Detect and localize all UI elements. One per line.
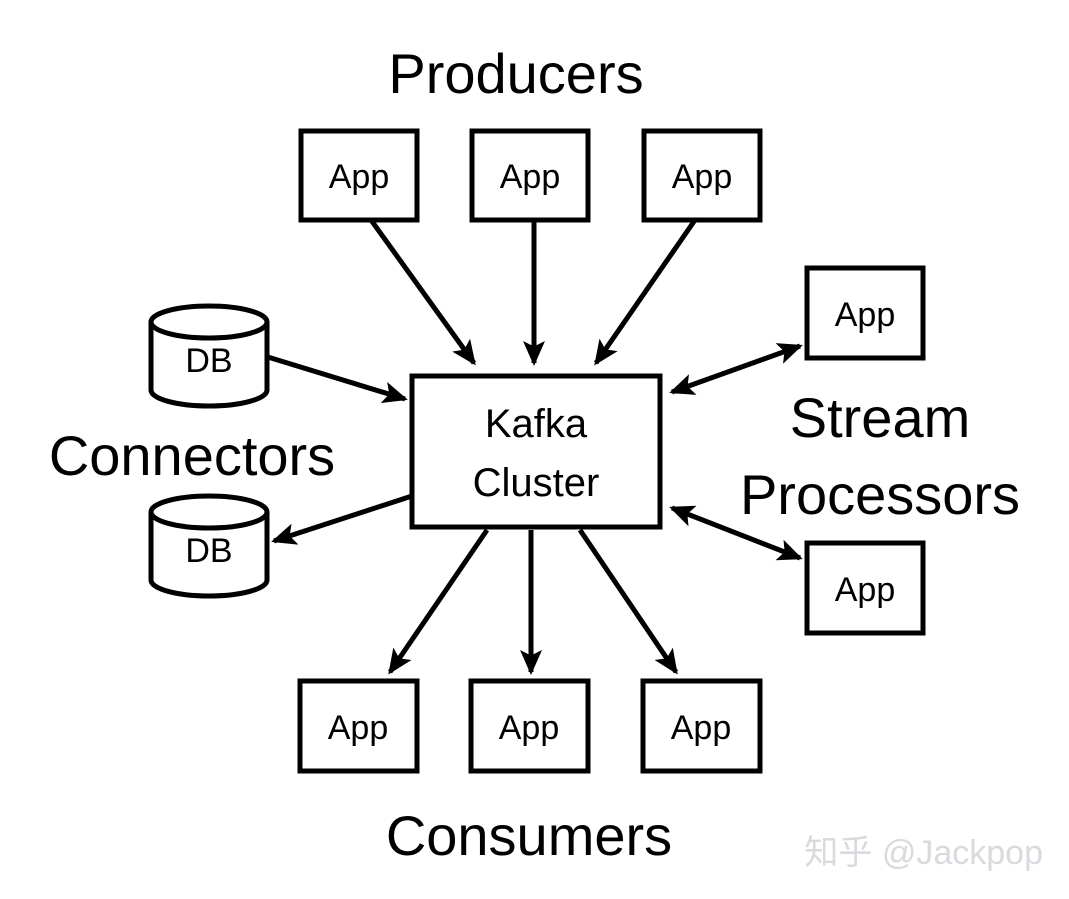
consumer-app-3-box[interactable] bbox=[640, 678, 763, 774]
producer-app-3-box[interactable] bbox=[641, 128, 763, 223]
stream-app-2[interactable]: App bbox=[804, 540, 926, 636]
producer-app-1[interactable]: App bbox=[298, 128, 420, 223]
connector-db-2[interactable]: DB bbox=[148, 493, 270, 599]
consumer-app-2-box[interactable] bbox=[468, 678, 591, 774]
kafka-cluster-node[interactable]: Kafka Cluster bbox=[409, 373, 663, 530]
edge-source-db-to-cluster bbox=[257, 351, 408, 404]
group-label-stream-processors-line1: Stream bbox=[790, 386, 971, 449]
kafka-cluster-label-line2: Cluster bbox=[473, 461, 600, 505]
stream-app-1-label: App bbox=[835, 296, 896, 334]
edges-stream-processors bbox=[669, 343, 803, 561]
edges-connectors bbox=[257, 351, 413, 545]
stream-app-2-label: App bbox=[835, 571, 896, 609]
producer-app-2-label: App bbox=[500, 158, 561, 196]
edge-producer-app-3-to-cluster bbox=[593, 218, 698, 366]
edge-cluster-stream-app-1-bidirectional bbox=[669, 343, 803, 395]
consumer-app-1-box[interactable] bbox=[297, 678, 420, 774]
connector-db-1-cylinder[interactable] bbox=[148, 322, 270, 409]
kafka-cluster-box[interactable] bbox=[409, 373, 663, 530]
connector-db-2-label: DB bbox=[185, 532, 232, 570]
consumer-app-1[interactable]: App bbox=[297, 678, 420, 774]
edges-cluster-to-consumers bbox=[387, 528, 679, 675]
consumer-app-2-label: App bbox=[499, 709, 560, 747]
connector-db-2-cylinder[interactable] bbox=[148, 512, 270, 599]
consumer-app-3[interactable]: App bbox=[640, 678, 763, 774]
consumer-app-2[interactable]: App bbox=[468, 678, 591, 774]
consumer-app-1-label: App bbox=[328, 709, 389, 747]
stream-app-1-box[interactable] bbox=[804, 265, 926, 361]
group-label-producers: Producers bbox=[388, 42, 643, 105]
edge-cluster-to-sink-db bbox=[271, 493, 413, 545]
producer-app-2-box[interactable] bbox=[469, 128, 591, 223]
stream-app-2-box[interactable] bbox=[804, 540, 926, 636]
consumer-app-3-label: App bbox=[671, 709, 732, 747]
group-label-stream-processors-line2: Processors bbox=[740, 463, 1020, 526]
edge-producer-app-1-to-cluster bbox=[368, 218, 477, 366]
producer-app-1-label: App bbox=[329, 158, 390, 196]
producer-app-3[interactable]: App bbox=[641, 128, 763, 223]
kafka-cluster-label-line1: Kafka bbox=[485, 402, 588, 446]
watermark-label: 知乎 @Jackpop bbox=[804, 834, 1043, 872]
producer-app-1-box[interactable] bbox=[298, 128, 420, 223]
group-label-consumers: Consumers bbox=[386, 804, 672, 867]
connector-db-2-top bbox=[148, 493, 270, 531]
edge-cluster-to-consumer-app-3 bbox=[577, 528, 679, 675]
group-label-connectors: Connectors bbox=[49, 424, 335, 487]
producer-app-3-label: App bbox=[672, 158, 733, 196]
edge-cluster-to-consumer-app-1 bbox=[387, 528, 490, 675]
connector-db-1-top bbox=[148, 303, 270, 341]
stream-app-1[interactable]: App bbox=[804, 265, 926, 361]
connector-db-1-label: DB bbox=[185, 342, 232, 380]
edge-cluster-stream-app-2-bidirectional bbox=[669, 505, 803, 561]
producer-app-2[interactable]: App bbox=[469, 128, 591, 223]
edges-producers-to-cluster bbox=[368, 218, 698, 366]
connector-db-1[interactable]: DB bbox=[148, 303, 270, 409]
